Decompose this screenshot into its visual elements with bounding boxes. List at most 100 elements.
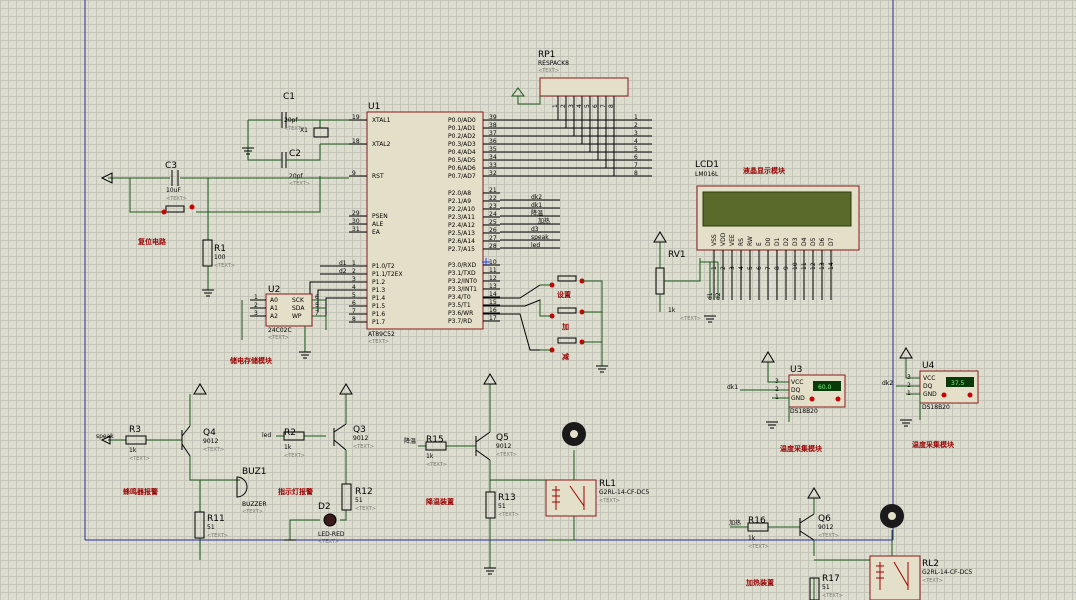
r11-value: 51 <box>207 524 215 531</box>
r16-text: <TEXT> <box>748 544 769 550</box>
label-key-set: 设置 <box>557 290 571 299</box>
r15-value: 1k <box>426 453 434 460</box>
u1-pin-num: 32 <box>489 170 497 177</box>
lcd1-pin-num: 7 <box>765 266 772 270</box>
q6-text: <TEXT> <box>818 533 839 539</box>
led-circuit[interactable]: led R2 1k <TEXT> Q3 9012 <TEXT> R12 51 <… <box>262 383 376 545</box>
rp1-value: RESPACK8 <box>538 60 569 67</box>
u1-pin-num: 19 <box>352 114 360 121</box>
lcd1-pin-num: 3 <box>729 266 736 270</box>
u1-pin-num: 17 <box>489 315 497 322</box>
r3-ref: R3 <box>129 425 141 435</box>
rl1-ref: RL1 <box>599 479 616 489</box>
c1-text: <TEXT> <box>284 126 305 132</box>
lcd1-pin-num: 1 <box>711 266 718 270</box>
net-led-circuit: led <box>262 432 271 439</box>
rp1-text: <TEXT> <box>538 68 559 74</box>
u3-pin-name: GND <box>791 395 805 402</box>
u1-pin-name: P2.2/A10 <box>448 206 475 213</box>
net-d2-lcd: d2 <box>715 292 722 300</box>
r16-value: 1k <box>748 535 756 542</box>
u2-pin-num: 1 <box>254 294 258 301</box>
lcd1-pin-num: 9 <box>783 266 790 270</box>
key-buttons[interactable]: 设置 加 减 <box>539 275 608 373</box>
lcd1-ref: LCD1 <box>695 160 719 170</box>
u1-pin-num: 6 <box>352 300 356 307</box>
u1-pin-num: 34 <box>489 154 497 161</box>
u1-pin-num: 12 <box>489 275 497 282</box>
reset-circuit[interactable]: C3 10uF <TEXT> R1 100 <TEXT> 复位电路 <box>100 161 349 297</box>
u1-pin-num: 35 <box>489 146 497 153</box>
heating-circuit[interactable]: 加热 R16 1k <TEXT> Q6 9012 <TEXT> R17 51 <… <box>729 487 972 600</box>
ground-symbol <box>242 147 254 155</box>
u1-pin-name: P3.7/RD <box>448 318 472 325</box>
u1-pin-num: 5 <box>352 292 356 299</box>
u3-pin-name: DQ <box>791 387 801 394</box>
crystal-circuit[interactable]: C1 20pf <TEXT> C2 20pf <TEXT> X1 <box>242 92 349 187</box>
rp1-pin-num: 2 <box>560 104 567 108</box>
lcd1-pin-num: 14 <box>828 262 835 270</box>
lcd1-pin-name: E <box>756 242 763 246</box>
lcd1-pin-num: 12 <box>810 262 817 270</box>
u4-pin-name: VCC <box>923 375 935 382</box>
u1-pin-name: P1.1/T2EX <box>372 271 403 278</box>
c2-text: <TEXT> <box>289 181 310 187</box>
rv1-potentiometer[interactable]: RV1 1k <TEXT> d1 d2 <box>653 231 722 323</box>
rl2-value: G2RL-14-CF-DC5 <box>922 569 972 576</box>
rp1-pin-num: 5 <box>584 104 591 108</box>
label-lcd: 液晶显示模块 <box>743 166 786 175</box>
q5-text: <TEXT> <box>496 452 517 458</box>
net-dk1-u3: dk1 <box>727 384 738 391</box>
u1-pin-name: P2.4/A12 <box>448 222 475 229</box>
r1-value: 100 <box>214 254 226 261</box>
r1-ref: R1 <box>214 244 226 254</box>
u1-pin-name: PSEN <box>372 213 388 220</box>
u1-pin-num: 4 <box>352 284 356 291</box>
u1-pin-num: 37 <box>489 130 497 137</box>
lcd1-pin-name: D3 <box>792 237 799 246</box>
u1-pin-name: P0.0/AD0 <box>448 117 476 124</box>
c2-ref: C2 <box>289 149 301 159</box>
buz1-value: BUZZER <box>242 501 267 508</box>
r13-ref: R13 <box>498 493 516 503</box>
lcd1-pin-num: 8 <box>774 266 781 270</box>
r13-text: <TEXT> <box>498 512 519 518</box>
cooling-circuit[interactable]: 降温 R15 1k <TEXT> Q5 9012 <TEXT> R13 51 <… <box>404 373 649 575</box>
lcd1-display[interactable]: LCD1 LM016L 液晶显示模块 VSS1VDD2VEE3RS4RW5E6D… <box>695 160 860 300</box>
u2-pin-num: 7 <box>315 310 319 317</box>
u1-pin-num: 18 <box>352 138 360 145</box>
u1-text: <TEXT> <box>368 339 389 345</box>
lcd1-pin-num: 2 <box>720 266 727 270</box>
net-led: led <box>531 242 540 249</box>
rl2-ref: RL2 <box>922 559 939 569</box>
lcd1-pin-name: RW <box>747 236 754 246</box>
u1-pin-name: P0.3/AD3 <box>448 141 476 148</box>
rp1-pin-num: 7 <box>600 104 607 108</box>
rv1-ref: RV1 <box>668 250 686 260</box>
lcd1-pin-name: D6 <box>819 237 826 246</box>
u2-text: <TEXT> <box>268 335 289 341</box>
u2-value: 24C02C <box>268 327 292 334</box>
r12-value: 51 <box>355 497 363 504</box>
label-eeprom: 储电存储模块 <box>229 356 273 365</box>
lcd1-pin-name: RS <box>738 238 745 246</box>
buzzer-circuit[interactable]: speak R3 1k <TEXT> Q4 9012 <TEXT> BUZ1 B… <box>96 383 267 560</box>
u1-pin-name: P3.1/TXD <box>448 270 476 277</box>
rv1-value: 1k <box>668 307 676 314</box>
rl1-text: <TEXT> <box>599 498 620 504</box>
u2-pin-name: A2 <box>270 313 278 320</box>
u1-pin-num: 1 <box>352 260 356 267</box>
u1-pin-name: P2.3/A11 <box>448 214 475 221</box>
svg-text:8: 8 <box>634 170 638 177</box>
u1-pin-num: 13 <box>489 283 497 290</box>
svg-text:5: 5 <box>634 146 638 153</box>
rl1-value: G2RL-14-CF-DC5 <box>599 489 649 496</box>
